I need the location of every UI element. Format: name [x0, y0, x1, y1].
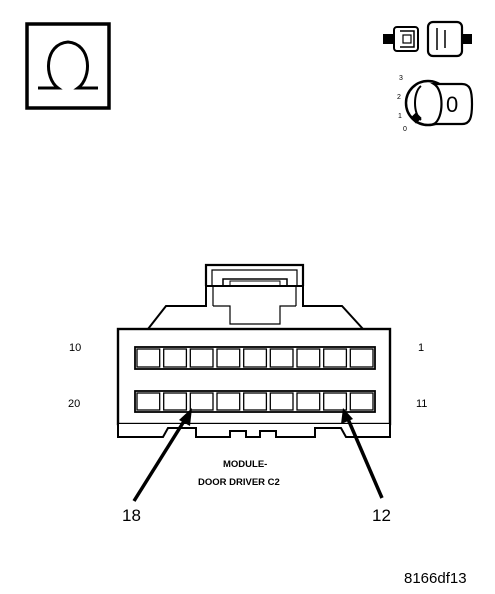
- ignition-position-0: 0: [403, 126, 407, 133]
- pin-label-11: 11: [416, 398, 427, 410]
- pin-row-top: [134, 346, 376, 370]
- pin-cavity-7: [189, 348, 214, 368]
- pin-cavity-4: [269, 348, 294, 368]
- pin-cavity-11: [323, 392, 348, 411]
- pin-cavity-14: [243, 392, 268, 411]
- connector-name-line2: DOOR DRIVER C2: [198, 477, 280, 488]
- pin-cavity-5: [243, 348, 268, 368]
- pin-row-bottom: [134, 390, 376, 413]
- pin-cavity-13: [269, 392, 294, 411]
- pin-label-20: 20: [68, 398, 80, 410]
- ignition-position-2: 2: [397, 94, 401, 101]
- pin-cavity-18: [136, 392, 161, 411]
- figure-reference: 8166df13: [404, 570, 467, 587]
- callout-label-left: 18: [122, 506, 141, 525]
- pin-cavity-8: [163, 348, 188, 368]
- pin-cavity-1: [349, 348, 374, 368]
- disconnected-connector-icon: [383, 20, 472, 58]
- pin-label-1: 1: [418, 342, 424, 354]
- callout-label-right: 12: [372, 506, 391, 525]
- ignition-position-3: 3: [399, 75, 403, 82]
- pin-cavity-16: [189, 392, 214, 411]
- ohm-symbol-icon: [25, 22, 111, 110]
- pin-cavity-9: [136, 348, 161, 368]
- callout-arrow-left: [132, 408, 192, 502]
- callout-arrow-right: [341, 408, 384, 499]
- pin-cavity-6: [216, 348, 241, 368]
- ignition-key-icon: 3 2 1 0 0: [397, 75, 474, 133]
- connector-name-line1: MODULE-: [223, 459, 267, 470]
- ignition-key-label: 0: [446, 92, 458, 117]
- pin-cavity-3: [296, 348, 321, 368]
- pin-cavity-12: [296, 392, 321, 411]
- ignition-position-1: 1: [398, 113, 402, 120]
- pin-cavity-2: [323, 348, 348, 368]
- pin-label-10: 10: [69, 342, 81, 354]
- pin-cavity-10: [349, 392, 374, 411]
- pin-cavity-15: [216, 392, 241, 411]
- pin-cavity-17: [163, 392, 188, 411]
